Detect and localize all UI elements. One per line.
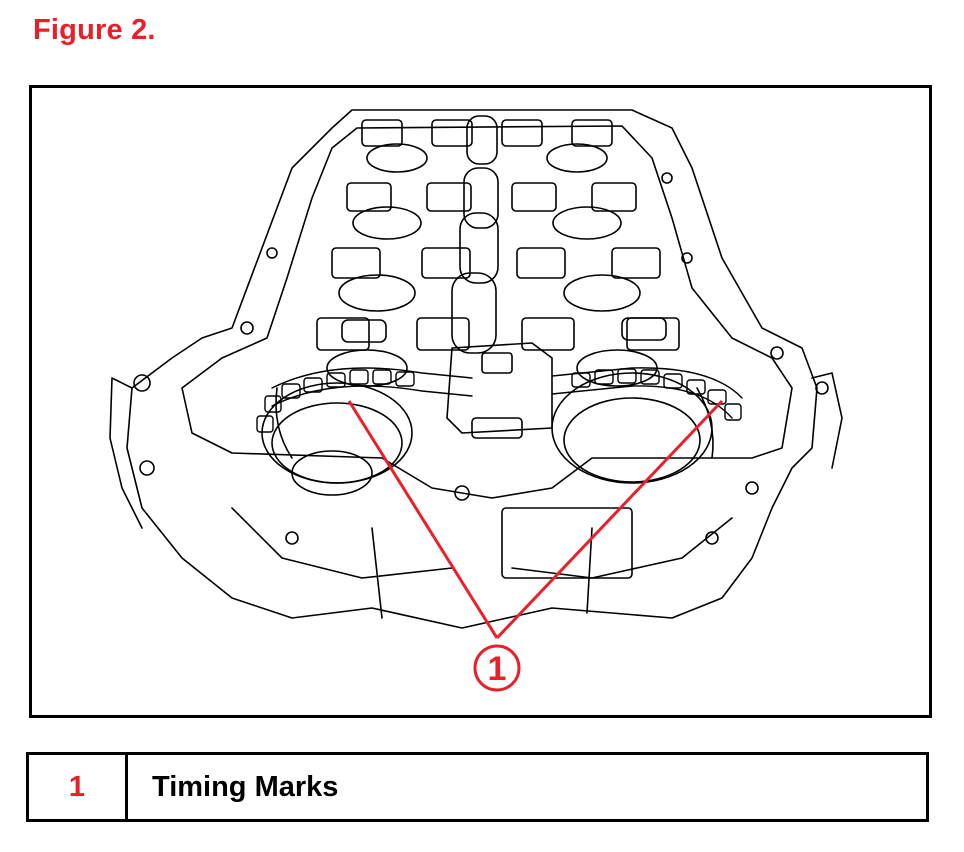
callout-marker: 1 <box>473 644 521 692</box>
engine-illustration: 1 <box>109 109 843 692</box>
camshaft-lobes <box>326 143 658 387</box>
cylinder-head-outline <box>126 109 818 629</box>
callout-leader-lines <box>347 399 724 640</box>
camshaft-caps <box>316 119 680 351</box>
diagram-frame: 1 <box>29 85 932 718</box>
legend-item-number: 1 <box>29 755 128 819</box>
exhaust-cam-sprocket <box>551 372 714 484</box>
figure-title: Figure 2. <box>33 14 156 46</box>
legend-item-label: Timing Marks <box>152 770 339 803</box>
timing-chain <box>256 367 743 433</box>
intake-cam-sprocket <box>261 382 413 496</box>
chain-tensioner-bracket <box>446 342 553 434</box>
legend-table: 1 Timing Marks <box>26 752 929 822</box>
callout-number: 1 <box>488 650 507 688</box>
spark-plug-tubes <box>451 115 499 354</box>
